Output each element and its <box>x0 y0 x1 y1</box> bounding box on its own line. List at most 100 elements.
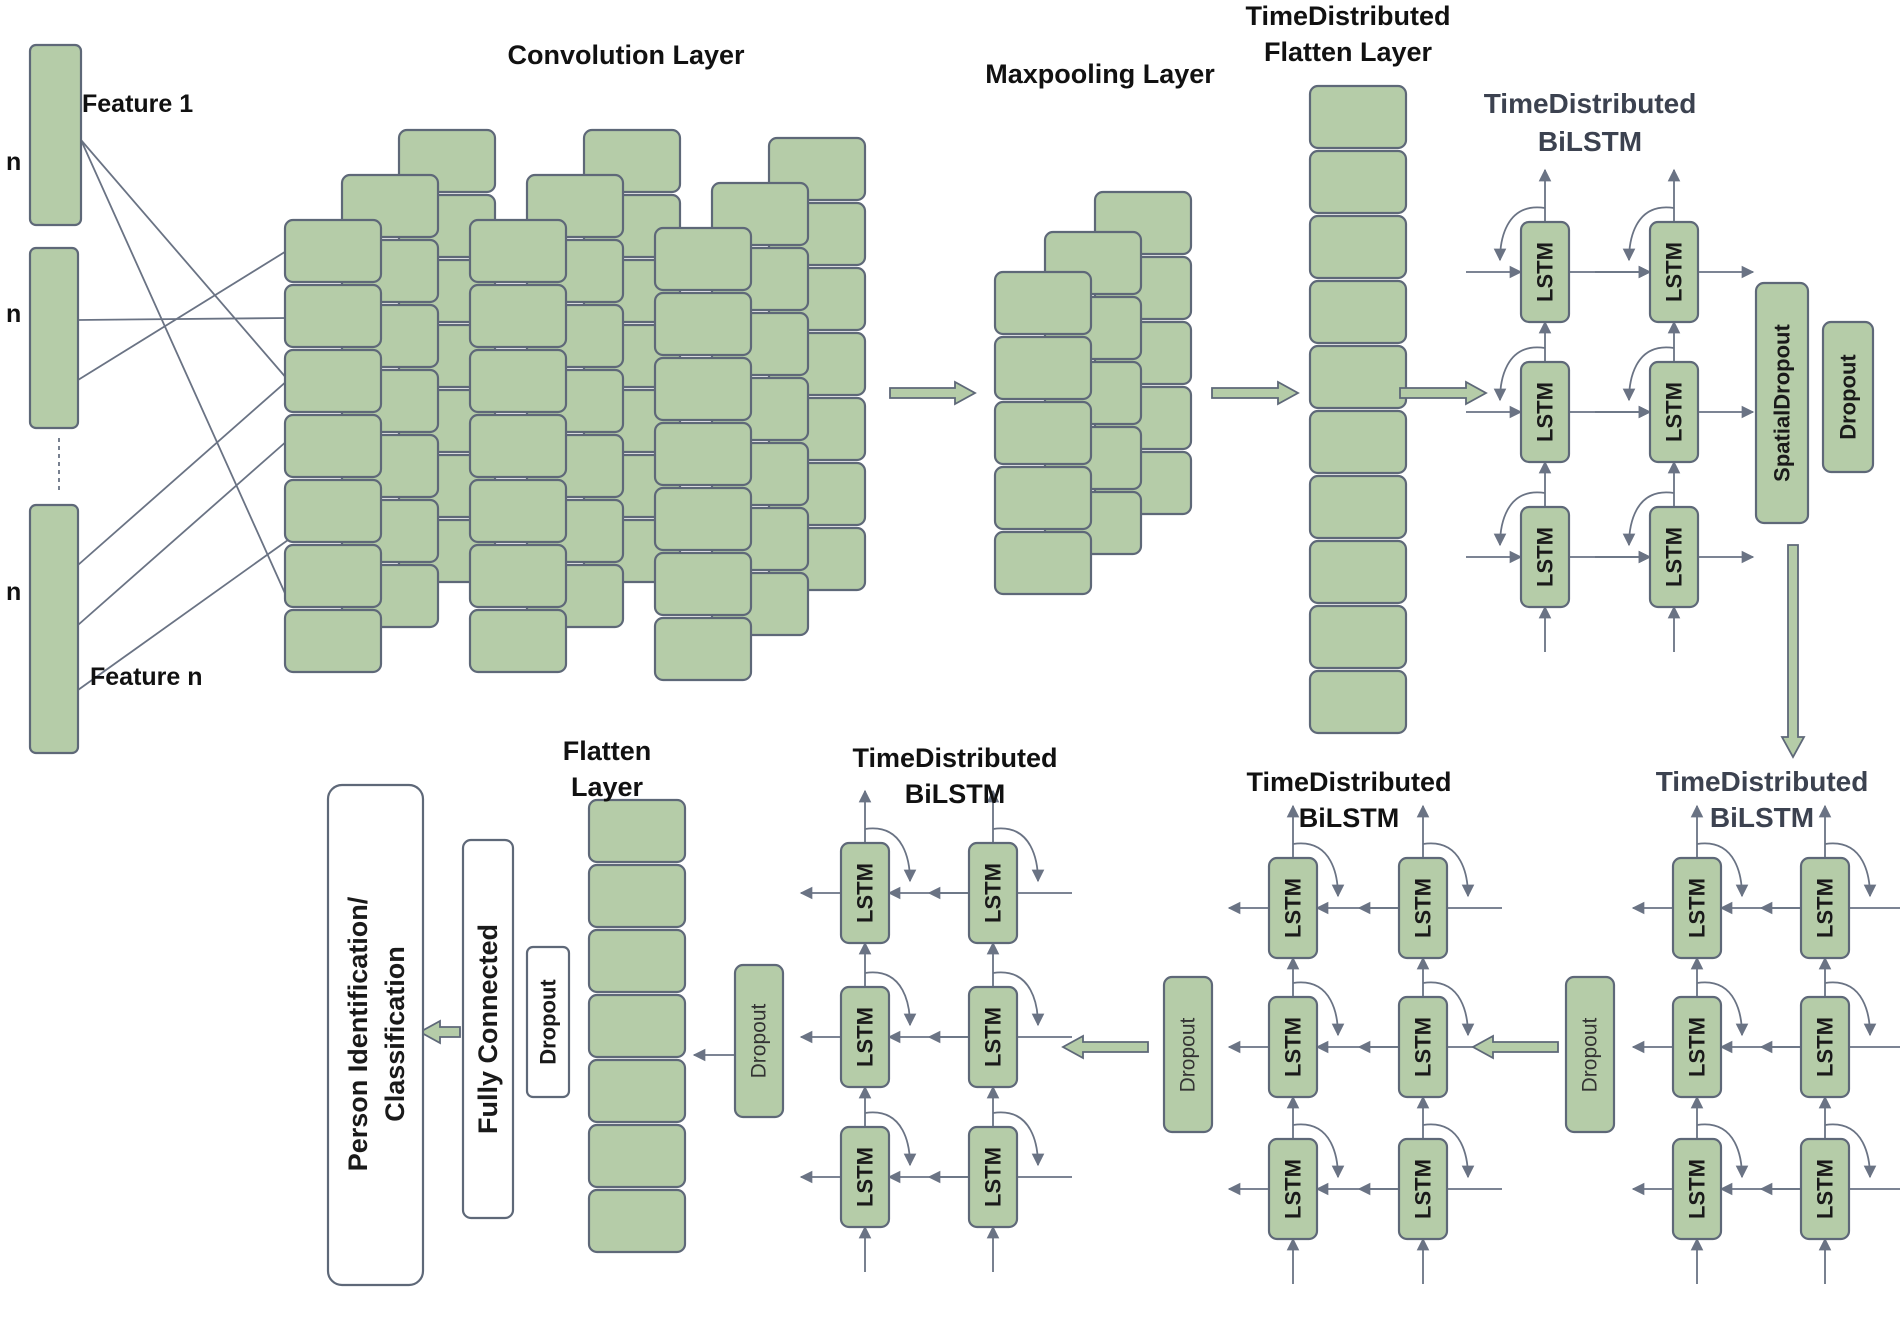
conv-feature-map-cell <box>653 616 753 682</box>
input-n-label-3: n <box>6 578 21 606</box>
conv-feature-map-cell <box>468 478 568 544</box>
input-connection-line <box>80 139 289 601</box>
lstm-cell-label: LSTM <box>1281 1159 1306 1219</box>
lstm-recurrent-arrow <box>1824 842 1877 898</box>
fully-connected-block <box>461 838 515 1220</box>
td-flatten-cell <box>1308 84 1408 150</box>
conv-feature-map-cell <box>653 291 753 357</box>
conv-feature-map-cell <box>468 413 568 479</box>
flatten-layer-label-line1: Flatten <box>563 736 652 766</box>
td-flatten-cell <box>1308 474 1408 540</box>
bilstm-4-label-line1: TimeDistributed <box>1656 766 1869 797</box>
maxpool-feature-map-cell <box>993 530 1093 596</box>
connection-lines <box>58 139 1900 1284</box>
flatten-cell <box>587 928 687 994</box>
lstm-cell <box>1799 856 1851 960</box>
maxpool-feature-map-cell <box>993 270 1093 336</box>
lstm-recurrent-arrow <box>1493 206 1546 262</box>
arrow-td-flatten-to-bilstm <box>1399 380 1488 406</box>
dropout-middle-label: Dropout <box>1177 1017 1200 1092</box>
input-connection-line <box>77 379 289 566</box>
lstm-cell <box>1799 1137 1851 1241</box>
lstm-recurrent-arrow <box>1422 842 1475 898</box>
conv-feature-map-cell <box>468 543 568 609</box>
td-flatten-cell <box>1308 409 1408 475</box>
lstm-cell-label: LSTM <box>853 1147 878 1207</box>
bilstm-3-label-line2: BiLSTM <box>1299 803 1400 833</box>
dropout-block-top <box>1821 320 1875 474</box>
lstm-recurrent-arrow <box>992 1111 1045 1167</box>
lstm-cell-label: LSTM <box>1533 527 1558 587</box>
fully-connected-label: Fully Connected <box>473 924 503 1134</box>
lstm-cell-label: LSTM <box>1281 1017 1306 1077</box>
lstm-cell-label: LSTM <box>981 1147 1006 1207</box>
td-flatten-cell <box>1308 539 1408 605</box>
convolution-layer-label: Convolution Layer <box>507 40 745 70</box>
lstm-cell <box>1397 1137 1449 1241</box>
lstm-cell <box>1648 220 1700 324</box>
lstm-recurrent-arrow <box>992 827 1045 883</box>
lstm-cell-label: LSTM <box>1685 1017 1710 1077</box>
lstm-recurrent-arrow <box>1493 346 1546 402</box>
input-connection-line <box>77 317 289 321</box>
lstm-recurrent-arrow <box>1824 981 1877 1037</box>
output-block <box>326 783 425 1287</box>
dropout-top-label: Dropout <box>1836 354 1861 440</box>
lstm-cell-label: LSTM <box>853 1007 878 1067</box>
input-n-label-2: n <box>6 300 21 328</box>
bilstm-4-label-line2: BiLSTM <box>1710 802 1814 833</box>
lstm-cell-label: LSTM <box>1813 1017 1838 1077</box>
flatten-cell <box>587 1058 687 1124</box>
conv-feature-map-cell <box>283 543 383 609</box>
conv-feature-map-cell <box>283 608 383 674</box>
arrow-to-output <box>418 1019 461 1045</box>
output-label-line2: Classification <box>380 946 410 1122</box>
dropout-block-middle <box>1162 975 1214 1134</box>
conv-feature-map-cell <box>653 356 753 422</box>
arrow-down-to-bilstm-4 <box>1780 544 1806 759</box>
bilstm-3-label-line1: TimeDistributed <box>1246 767 1451 797</box>
maxpool-feature-map-cell <box>993 335 1093 401</box>
conv-feature-map-cell <box>468 283 568 349</box>
conv-feature-map-cell <box>283 413 383 479</box>
conv-feature-map-cell <box>653 486 753 552</box>
dropout-block-fc <box>525 945 571 1099</box>
lstm-recurrent-arrow <box>1493 491 1546 547</box>
lstm-cell <box>839 985 891 1089</box>
lstm-cell <box>1671 856 1723 960</box>
lstm-cell <box>1519 220 1571 324</box>
spatial-dropout-block <box>1754 281 1810 525</box>
lstm-cell <box>839 841 891 945</box>
lstm-cell-label: LSTM <box>1533 242 1558 302</box>
lstm-cell <box>1671 1137 1723 1241</box>
arrow-to-bilstm-2 <box>1061 1034 1149 1060</box>
lstm-cell-label: LSTM <box>1662 527 1687 587</box>
lstm-cell-label: LSTM <box>981 1007 1006 1067</box>
lstm-recurrent-arrow <box>1292 842 1345 898</box>
lstm-recurrent-arrow <box>864 971 917 1027</box>
lstm-cell-label: LSTM <box>1685 878 1710 938</box>
lstm-recurrent-arrow <box>1824 1123 1877 1179</box>
maxpool-feature-map-cell <box>993 400 1093 466</box>
conv-feature-map-cell <box>283 218 383 284</box>
flatten-cell <box>587 993 687 1059</box>
dropout-block-right <box>1564 975 1616 1134</box>
lstm-recurrent-arrow <box>1622 346 1675 402</box>
input-connection-line <box>80 139 289 381</box>
input-connection-line <box>77 539 289 691</box>
td-flatten-cell <box>1308 344 1408 410</box>
lstm-cell <box>1267 995 1319 1099</box>
lstm-cell <box>1648 505 1700 609</box>
lstm-recurrent-arrow <box>1292 981 1345 1037</box>
feature-1-label: Feature 1 <box>82 90 193 118</box>
lstm-recurrent-arrow <box>864 827 917 883</box>
conv-feature-map-cell <box>653 551 753 617</box>
td-flatten-cell <box>1308 214 1408 280</box>
conv-feature-map-cell <box>468 348 568 414</box>
lstm-cell-label: LSTM <box>1281 878 1306 938</box>
arrow-conv-to-maxpool <box>889 380 977 406</box>
td-flatten-cell <box>1308 604 1408 670</box>
lstm-cell-label: LSTM <box>1662 242 1687 302</box>
conv-feature-map-cell <box>283 283 383 349</box>
flatten-cell <box>587 1188 687 1254</box>
